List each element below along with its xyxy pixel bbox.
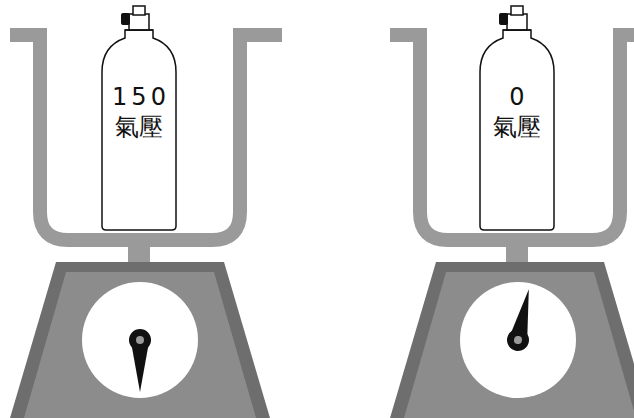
scale-base-face (404, 272, 634, 418)
cylinder-label: 0氣壓 (482, 82, 552, 142)
gas-cylinder (480, 6, 554, 230)
scale-dial (460, 282, 576, 398)
gas-cylinder (102, 6, 176, 230)
pressure-unit: 氣壓 (493, 112, 541, 142)
scale-needle (129, 329, 151, 392)
cylinder-label: 150氣壓 (104, 82, 174, 142)
scale-base-face (24, 272, 256, 418)
scale-stem (506, 244, 528, 264)
scale-stem (128, 244, 150, 264)
scale-base (390, 262, 634, 418)
pressure-unit: 氣壓 (115, 112, 163, 142)
scale-base (10, 262, 270, 418)
scale-needle (505, 287, 540, 353)
pressure-value: 150 (108, 82, 170, 112)
scale-dial (82, 282, 198, 398)
pressure-value: 0 (505, 82, 528, 112)
